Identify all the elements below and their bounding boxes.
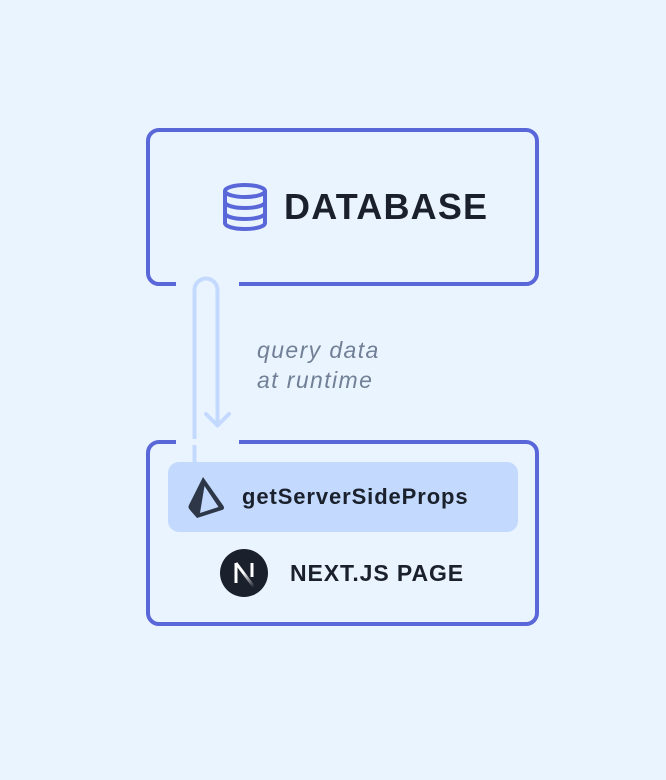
database-title: DATABASE	[284, 186, 489, 227]
database-box-border-gap	[176, 281, 239, 287]
nextjs-page-label: NEXT.JS PAGE	[290, 559, 464, 586]
connector-annotation: query data at runtime	[257, 335, 380, 395]
get-server-side-props-label: getServerSideProps	[242, 484, 469, 509]
nextjs-page-box	[146, 440, 539, 626]
arrow-down-icon	[192, 276, 231, 470]
get-server-side-props-row: getServerSideProps	[168, 462, 518, 532]
annotation-line-2: at runtime	[257, 367, 374, 393]
database-box	[146, 128, 539, 286]
page-box-border-gap	[176, 439, 239, 445]
database-header: DATABASE	[222, 182, 488, 232]
nextjs-page-row: NEXT.JS PAGE	[220, 549, 464, 597]
nextjs-logo-icon	[220, 549, 268, 597]
annotation-line-1: query data	[257, 337, 380, 363]
database-icon	[223, 183, 267, 232]
prisma-logo-icon	[188, 477, 224, 518]
